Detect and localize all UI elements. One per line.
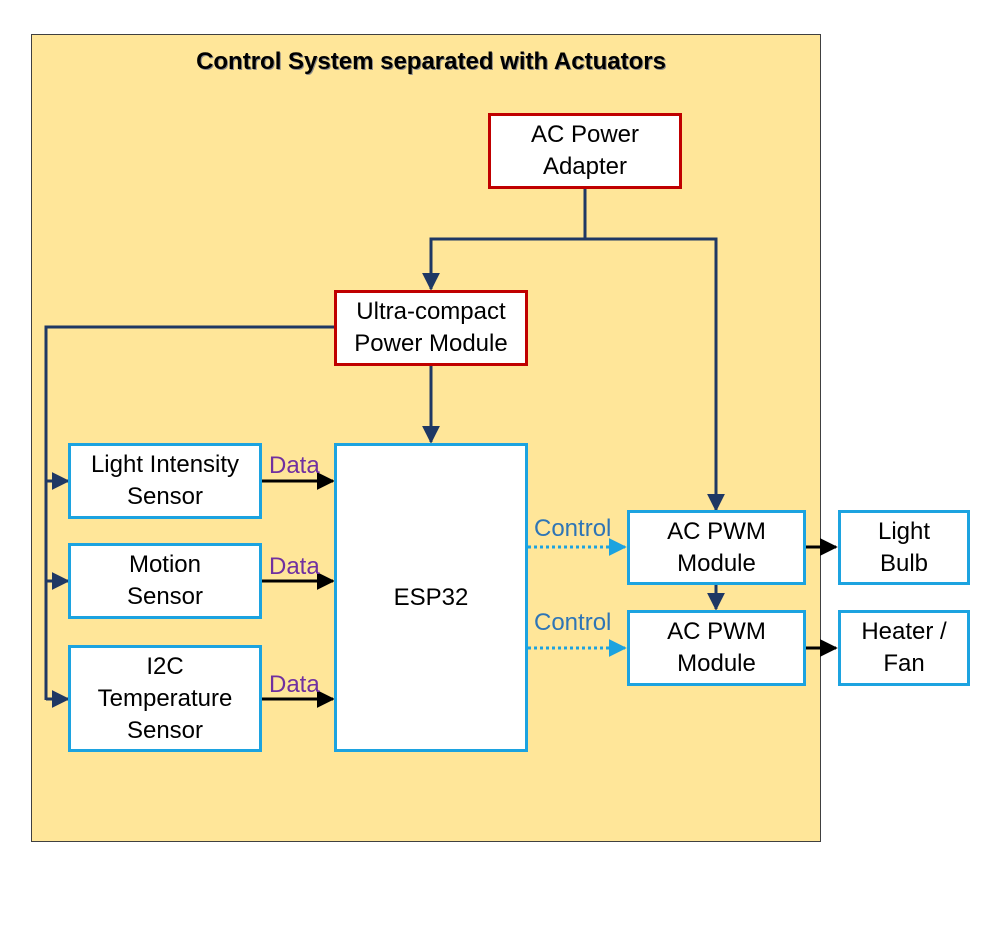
heater-fan-block: Heater / Fan [838, 610, 970, 686]
temp-sensor-block: I2C Temperature Sensor [68, 645, 262, 752]
ac-pwm-module-2-block: AC PWM Module [627, 610, 806, 686]
esp32-block: ESP32 [334, 443, 528, 752]
esp32-label: ESP32 [393, 583, 469, 611]
ac-pwm-module-2-label: AC PWM Module [667, 618, 766, 677]
data-label-light: Data [269, 452, 320, 479]
adapter-to-ac-pwm-line [585, 237, 725, 512]
data-label-temp: Data [269, 671, 320, 698]
light-bulb-block: Light Bulb [838, 510, 970, 585]
light-sensor-block: Light Intensity Sensor [68, 443, 262, 519]
ac-power-adapter-block: AC Power Adapter [488, 113, 682, 189]
power-module-block: Ultra-compact Power Module [334, 290, 528, 366]
motion-sensor-block: Motion Sensor [68, 543, 262, 619]
control-label-2: Control [534, 609, 612, 636]
sensor-power-bus-line [44, 325, 335, 700]
power-module-label: Ultra-compact Power Module [354, 298, 508, 357]
diagram-title: Control System separated with Actuators [196, 48, 666, 75]
ac-pwm-module-1-block: AC PWM Module [627, 510, 806, 585]
ac-pwm-module-1-label: AC PWM Module [667, 517, 766, 577]
heater-fan-label: Heater / Fan [861, 618, 947, 677]
light-sensor-label: Light Intensity Sensor [90, 451, 240, 510]
data-label-motion: Data [269, 553, 320, 580]
control-label-1: Control [534, 515, 612, 542]
light-bulb-label: Light Bulb [877, 517, 931, 577]
ac-power-adapter-label: AC Power Adapter [530, 121, 640, 180]
motion-sensor-label: Motion Sensor [126, 551, 204, 610]
adapter-to-power-module-line [422, 237, 585, 291]
temp-sensor-label: I2C Temperature Sensor [97, 652, 233, 744]
